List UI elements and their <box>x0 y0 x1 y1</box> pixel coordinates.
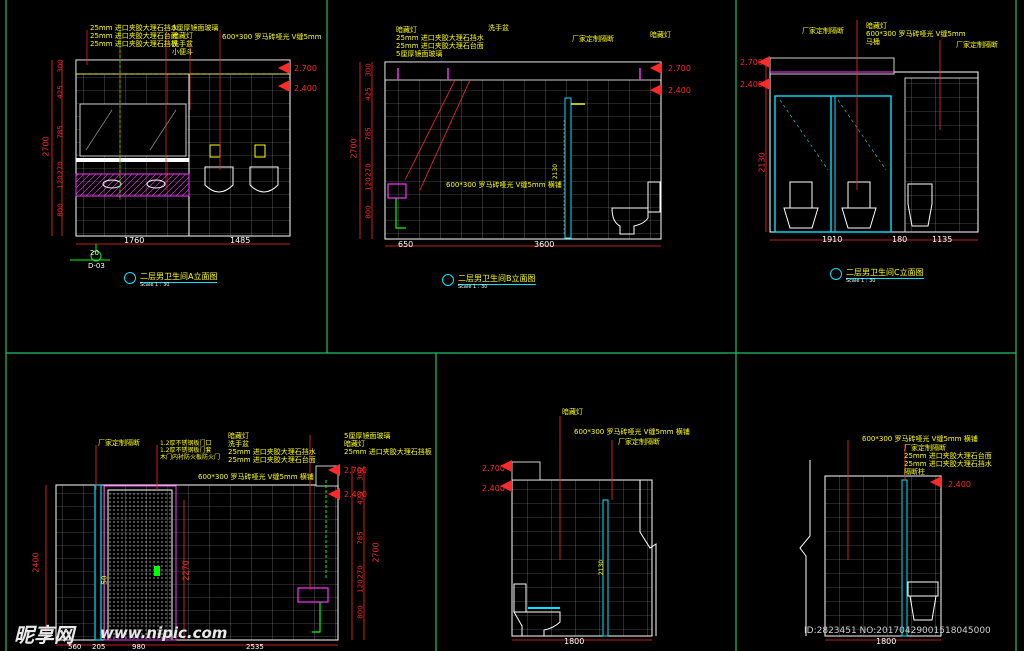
toilet <box>611 181 661 235</box>
elevation-view-b <box>359 61 662 247</box>
elevation-view-e <box>500 416 657 641</box>
toilet <box>783 181 933 229</box>
partition <box>774 95 892 233</box>
marble-counter <box>75 173 190 197</box>
elevation-view-f <box>799 440 942 641</box>
partition <box>564 97 572 239</box>
toilet <box>513 583 561 637</box>
partition <box>602 499 609 637</box>
elevation-view-a <box>51 30 291 262</box>
elevation-view-c <box>758 20 979 241</box>
door <box>107 489 173 641</box>
elevation-view-d <box>45 435 365 646</box>
mirror <box>79 103 187 157</box>
partition <box>901 479 908 637</box>
sheet-frames <box>5 0 1017 651</box>
toilet <box>907 581 939 621</box>
